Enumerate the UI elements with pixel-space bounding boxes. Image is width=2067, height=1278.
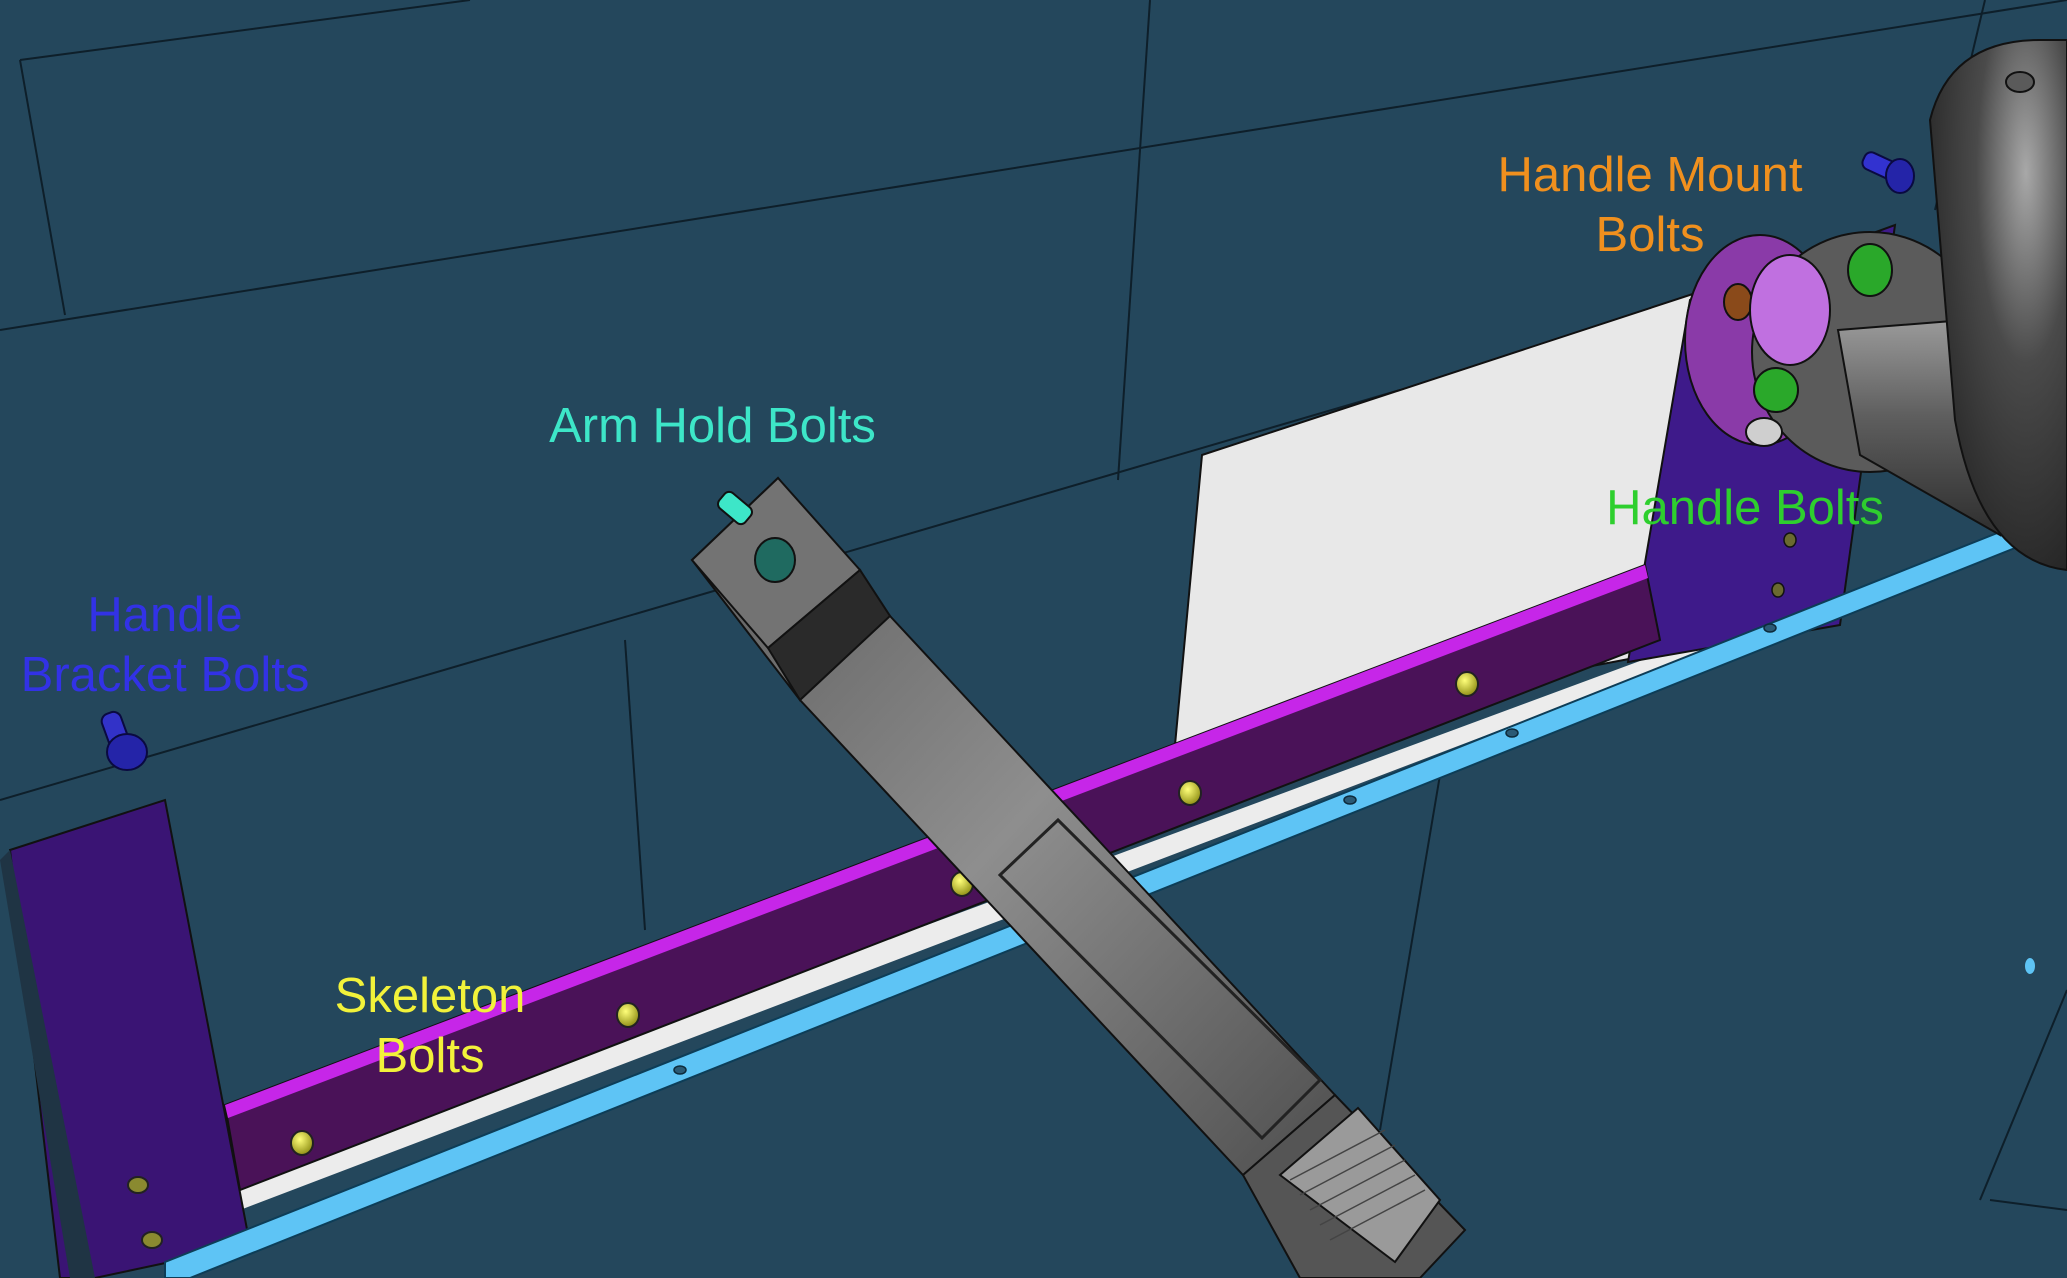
label-handle-mount-bolts: Handle Mount Bolts [1490, 145, 1810, 265]
handle-mount-bolt [1861, 151, 1915, 194]
handle-mount [1684, 39, 2067, 572]
frame-left-post-edge [0, 850, 95, 1278]
label-handle-mount-line1: Handle Mount [1497, 148, 1803, 202]
label-handle-bracket-bolts: Handle Bracket Bolts [15, 585, 315, 705]
label-handle-bracket-line2: Bracket Bolts [20, 648, 310, 702]
arm-grip-lines [1289, 1129, 1426, 1241]
rail-end-detail [2025, 958, 2035, 974]
label-handle-bolts: Handle Bolts [1595, 478, 1895, 538]
label-skeleton-line2: Bolts [375, 1029, 485, 1083]
label-skeleton-line1: Skeleton [334, 969, 526, 1023]
skeleton-bolts [127, 671, 1479, 1249]
label-arm-hold-bolts: Arm Hold Bolts [540, 396, 885, 456]
post-fasteners [1771, 532, 1797, 598]
label-handle-bracket-line1: Handle [87, 588, 243, 642]
label-handle-line1: Handle Bolts [1606, 481, 1884, 535]
background-panels [0, 0, 2067, 1211]
label-handle-mount-line2: Bolts [1595, 208, 1705, 262]
lower-white-strip [225, 635, 1710, 1210]
handle-bracket-bolt [100, 710, 148, 771]
skeleton-beam [223, 563, 1662, 1192]
label-arm-hold-line1: Arm Hold Bolts [549, 399, 876, 453]
label-skeleton-bolts: Skeleton Bolts [320, 966, 540, 1086]
